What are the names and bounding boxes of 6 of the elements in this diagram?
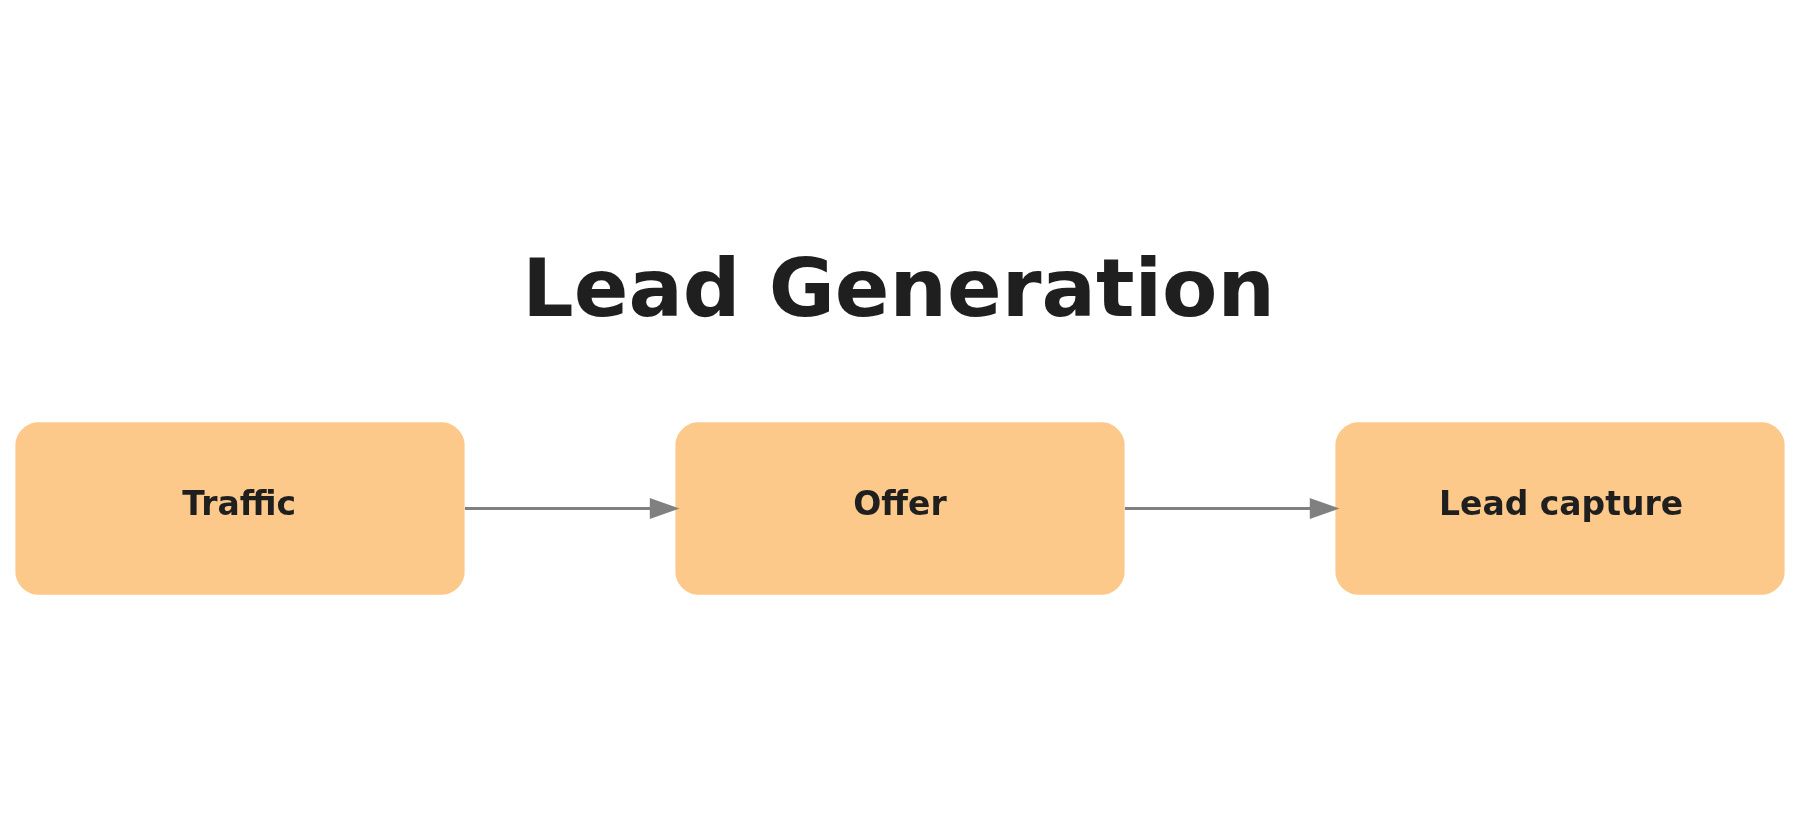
diagram-title: Lead Generation xyxy=(522,240,1275,335)
node-box: Lead capture xyxy=(1335,421,1785,595)
arrow xyxy=(464,497,680,519)
node-box: Traffic xyxy=(15,421,465,595)
arrow xyxy=(1124,497,1340,519)
node-box: Offer xyxy=(675,421,1125,595)
